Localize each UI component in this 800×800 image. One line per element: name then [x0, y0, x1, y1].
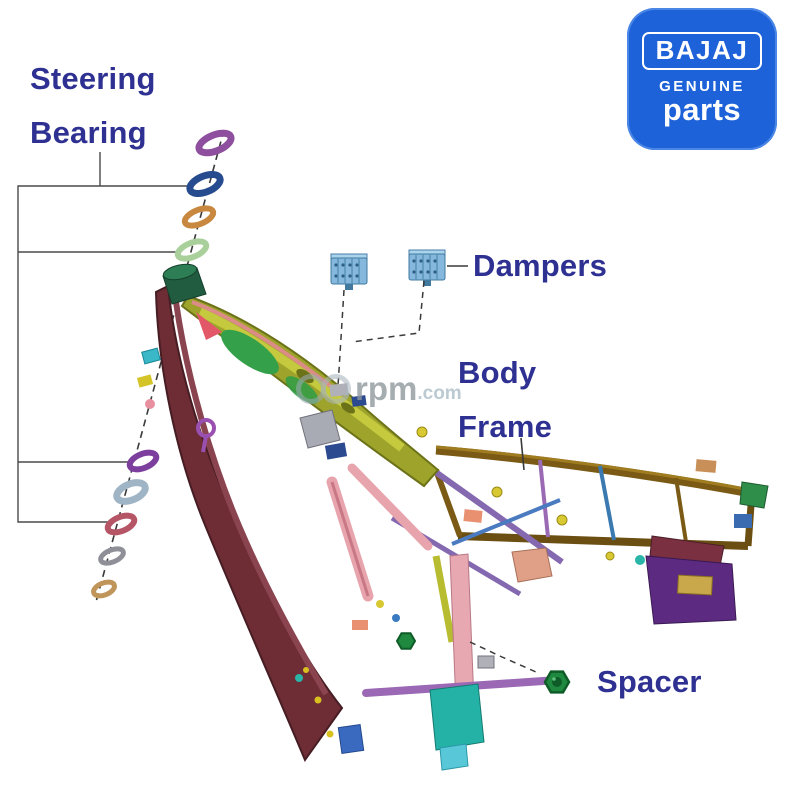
- damper-part-right: [408, 249, 446, 286]
- logo-parts-text: parts: [662, 91, 742, 127]
- label-body-frame-line1: Body: [458, 355, 537, 390]
- logo-genuine-text: GENUINE: [659, 77, 745, 95]
- watermark-name: rpm: [355, 370, 418, 407]
- label-body-frame-line2: Frame: [458, 409, 553, 444]
- logo-brand-text: BAJAJ: [641, 31, 763, 70]
- watermark: rpm .com: [296, 372, 462, 405]
- label-dampers: Dampers: [473, 248, 608, 283]
- damper-part-left: [330, 253, 368, 290]
- spacer-leader-line: [469, 641, 537, 673]
- steering-bearing-rings: [91, 129, 235, 599]
- label-steering-line1: Steering: [30, 61, 156, 96]
- label-steering-line2: Bearing: [30, 115, 147, 150]
- label-steering-bearing: Steering Bearing: [30, 52, 156, 160]
- body-frame-part: [136, 263, 769, 771]
- steering-axis-dashed-line: [95, 129, 225, 603]
- steering-bearing-callout-lines: [17, 152, 190, 523]
- bajaj-genuine-parts-logo: BAJAJ GENUINE parts: [627, 8, 777, 150]
- damper-leader-lines: [337, 280, 425, 387]
- body-frame-label-line: [520, 437, 525, 471]
- watermark-ring-icon-2: [321, 373, 351, 404]
- watermark-suffix: .com: [417, 383, 462, 404]
- spacer-part: [543, 670, 571, 694]
- spacer-on-frame: [395, 632, 417, 650]
- label-spacer: Spacer: [597, 664, 702, 699]
- label-body-frame: Body Frame: [458, 346, 552, 454]
